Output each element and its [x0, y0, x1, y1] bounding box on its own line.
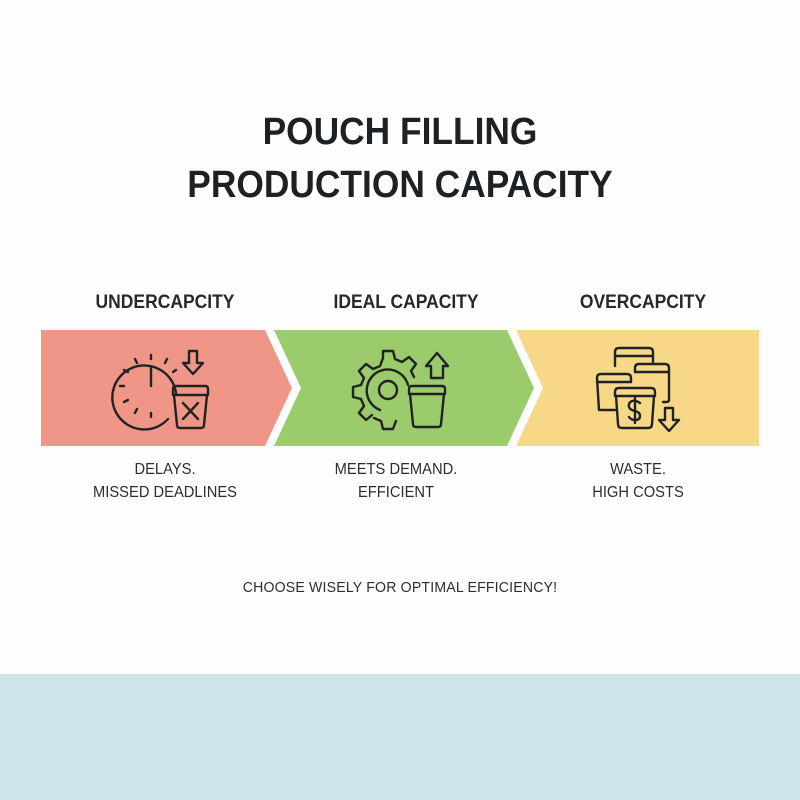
bottom-band	[0, 674, 800, 800]
desc-line-2: HIGH COSTS	[592, 484, 684, 501]
desc-line-2: EFFICIENT	[357, 484, 435, 501]
stage-description-ideal-capacity: MEETS DEMAND. EFFICIENT	[304, 458, 488, 504]
title-line-1: POUCH FILLING	[262, 111, 538, 153]
stage-label-undercapacity: UNDERCAPCITY	[95, 292, 235, 313]
stage-label-overcapacity: OVERCAPCITY	[579, 292, 707, 313]
title-line-2: PRODUCTION CAPACITY	[187, 164, 613, 206]
desc-line-1: MEETS DEMAND.	[334, 461, 458, 478]
gear-and-pouch-up-arrow-icon	[351, 349, 450, 431]
stage-description-undercapacity: DELAYS. MISSED DEADLINES	[68, 458, 261, 504]
chevron-undercapacity	[41, 330, 292, 446]
desc-line-2: MISSED DEADLINES	[93, 484, 237, 501]
desc-line-1: DELAYS.	[134, 461, 196, 478]
stage-description-overcapacity: WASTE. HIGH COSTS	[546, 458, 730, 504]
chevron-ideal-capacity	[274, 330, 534, 446]
page-title: POUCH FILLING PRODUCTION CAPACITY	[28, 106, 772, 212]
footer-note: CHOOSE WISELY FOR OPTIMAL EFFICIENCY!	[242, 579, 558, 596]
clock-and-crossed-pouch-down-arrow-icon	[111, 349, 210, 431]
stage-label-ideal-capacity: IDEAL CAPACITY	[333, 292, 479, 313]
desc-line-1: WASTE.	[610, 461, 666, 478]
stacked-pouches-dollar-down-arrow-icon	[595, 346, 681, 433]
